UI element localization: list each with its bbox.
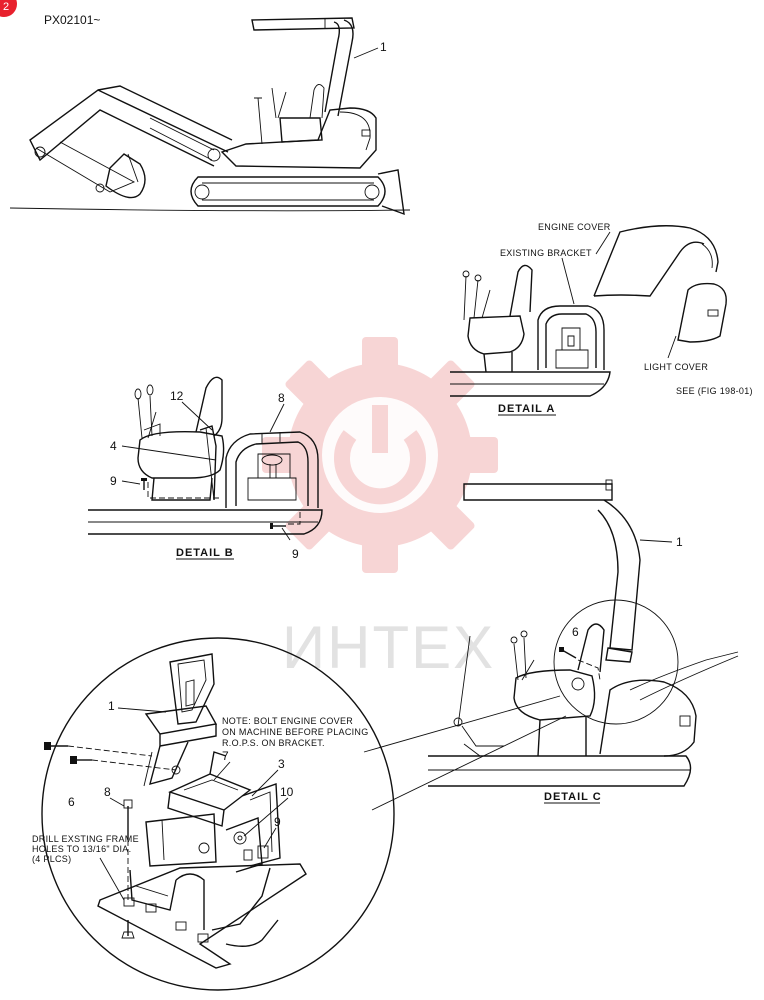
model-code: PX02101~ bbox=[44, 13, 100, 27]
callout-c-6: 6 bbox=[572, 625, 579, 639]
zoom-line-upper bbox=[363, 695, 561, 753]
drill-note-line-2: HOLES TO 13/16" DIA. bbox=[32, 844, 131, 854]
note-line-1: NOTE: BOLT ENGINE COVER bbox=[222, 716, 353, 726]
label-existing-bracket: EXISTING BRACKET bbox=[500, 248, 592, 258]
detail-b-title: DETAIL B bbox=[176, 547, 234, 559]
callout-b-4: 4 bbox=[110, 439, 117, 453]
callout-zoom-10: 10 bbox=[280, 785, 294, 799]
zoom-line-lower bbox=[371, 715, 567, 811]
callout-b-8: 8 bbox=[278, 391, 285, 405]
callout-zoom-9: 9 bbox=[274, 815, 281, 829]
callout-zoom-6: 6 bbox=[68, 795, 75, 809]
note-line-2: ON MACHINE BEFORE PLACING bbox=[222, 727, 369, 737]
callout-zoom-7: 7 bbox=[222, 749, 229, 763]
detail-b: 12 8 4 9 9 DETAIL B bbox=[88, 376, 323, 561]
note-line-3: R.O.P.S. ON BRACKET. bbox=[222, 738, 325, 748]
zoom-detail: 1 7 3 10 9 8 6 NOTE: BOLT ENGINE COVER O… bbox=[32, 637, 395, 991]
drill-note-line-3: (4 PLCS) bbox=[32, 854, 71, 864]
excavator-overview: 1 bbox=[9, 17, 411, 216]
callout-b-9b: 9 bbox=[292, 547, 299, 561]
label-light-cover: LIGHT COVER bbox=[644, 362, 708, 372]
detail-a-title: DETAIL A bbox=[498, 403, 555, 415]
detail-c: 1 6 DETAIL C bbox=[428, 479, 739, 804]
badge-number: 2 bbox=[3, 1, 9, 13]
callout-b-12: 12 bbox=[170, 389, 184, 403]
drill-note-line-1: DRILL EXSTING FRAME bbox=[32, 834, 139, 844]
label-see-fig: SEE (FIG 198-01) bbox=[676, 386, 753, 396]
callout-b-9a: 9 bbox=[110, 474, 117, 488]
watermark-text: ИНТЕХ bbox=[282, 614, 495, 681]
callout-zoom-1: 1 bbox=[108, 699, 115, 713]
detail-c-title: DETAIL C bbox=[544, 791, 602, 803]
callout-c-1: 1 bbox=[676, 535, 683, 549]
watermark-gear-logo bbox=[262, 337, 498, 573]
callout-zoom-8: 8 bbox=[104, 785, 111, 799]
callout-top-1: 1 bbox=[380, 40, 387, 54]
detail-a: ENGINE COVER EXISTING BRACKET LIGHT COVE… bbox=[450, 222, 753, 416]
label-engine-cover: ENGINE COVER bbox=[538, 222, 611, 232]
page-badge: 2 bbox=[0, 0, 17, 17]
callout-zoom-3: 3 bbox=[278, 757, 285, 771]
